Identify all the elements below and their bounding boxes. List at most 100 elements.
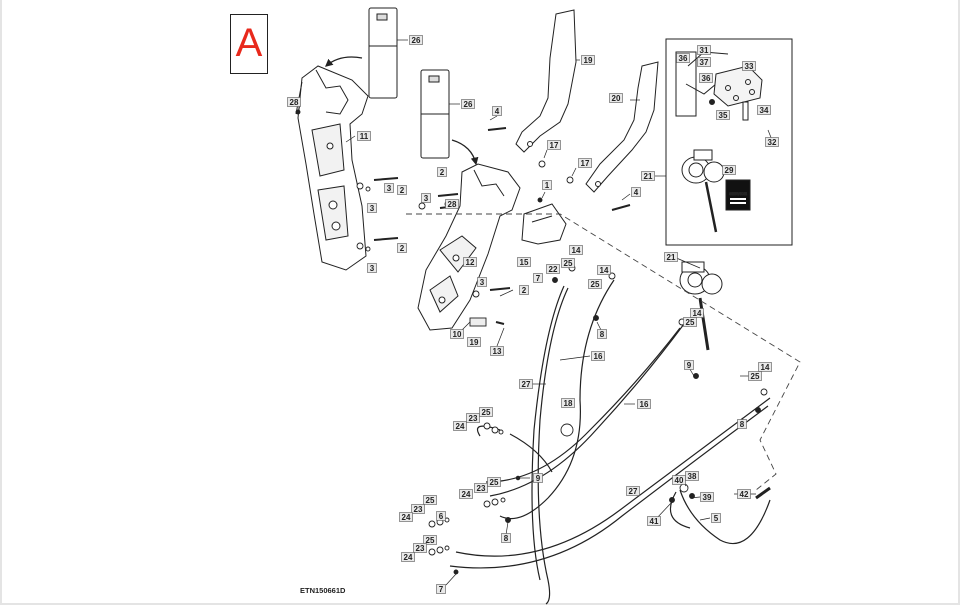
- callout-number: 3: [387, 184, 392, 193]
- callout-c25d: 25: [748, 371, 762, 381]
- callout-box: [765, 137, 779, 147]
- callout-box: [487, 477, 501, 487]
- callout-c19: 19: [581, 55, 595, 65]
- callout-c14b: 14: [597, 265, 611, 275]
- callout-number: 21: [644, 172, 653, 181]
- callout-box: [436, 511, 446, 521]
- arrow-cap-to-bracket-left: [325, 56, 363, 67]
- callout-c14a: 14: [569, 245, 583, 255]
- callout-number: 25: [482, 408, 491, 417]
- callout-number: 12: [466, 258, 475, 267]
- callout-box: [463, 257, 477, 267]
- callout-box: [676, 53, 690, 63]
- callout-box: [597, 265, 611, 275]
- callout-box: [591, 351, 605, 361]
- callout-box: [445, 199, 459, 209]
- frame-border-left: [0, 0, 2, 605]
- callout-box: [397, 243, 407, 253]
- callout-number: 25: [591, 280, 600, 289]
- callout-number: 9: [687, 361, 692, 370]
- callout-c3b: 3: [384, 183, 394, 193]
- callout-c26a: 26: [409, 35, 423, 45]
- callout-c27a: 27: [519, 379, 533, 389]
- callout-number: 20: [612, 94, 621, 103]
- decal-text: SERVICE: [729, 191, 747, 196]
- callout-box: [466, 413, 480, 423]
- callout-box: [742, 61, 756, 71]
- callout-number: 28: [448, 200, 457, 209]
- callout-box: [588, 279, 602, 289]
- callout-box: [578, 158, 592, 168]
- callout-c25b: 25: [588, 279, 602, 289]
- callout-box: [569, 245, 583, 255]
- callout-box: [501, 533, 511, 543]
- callout-c3a: 3: [367, 203, 377, 213]
- callout-c9a: 9: [684, 360, 694, 370]
- callout-c9b: 9: [533, 473, 543, 483]
- callout-box: [287, 97, 301, 107]
- callout-c36a: 36: [676, 53, 690, 63]
- callout-number: 3: [480, 278, 485, 287]
- callout-number: 29: [725, 166, 734, 175]
- callout-c24d: 24: [401, 552, 415, 562]
- figure-code: ETN150661D: [300, 586, 346, 595]
- callout-number: 4: [495, 107, 500, 116]
- callout-c16b: 16: [637, 399, 651, 409]
- callout-c13: 13: [490, 346, 504, 356]
- callout-box: [533, 473, 543, 483]
- callout-box: [561, 258, 575, 268]
- callout-c25c: 25: [683, 317, 697, 327]
- callout-box: [609, 93, 623, 103]
- callout-number: 18: [564, 399, 573, 408]
- callout-box: [737, 489, 751, 499]
- callout-c25h: 25: [423, 535, 437, 545]
- callout-c42: 42: [737, 489, 751, 499]
- callout-number: 25: [426, 496, 435, 505]
- callout-number: 35: [719, 111, 728, 120]
- callout-number: 32: [768, 138, 777, 147]
- callout-number: 17: [581, 159, 590, 168]
- callout-number: 11: [360, 132, 369, 141]
- callout-box: [397, 185, 407, 195]
- callout-box: [357, 131, 371, 141]
- callout-number: 34: [760, 106, 769, 115]
- callout-c21a: 21: [641, 171, 655, 181]
- callout-c8b: 8: [737, 419, 747, 429]
- callout-number: 10: [453, 330, 462, 339]
- callout-box: [664, 252, 678, 262]
- callout-number: 6: [439, 512, 444, 521]
- callout-c33: 33: [742, 61, 756, 71]
- callout-number: 17: [550, 141, 559, 150]
- callout-number: 5: [714, 514, 719, 523]
- bracket-part-11: [295, 65, 369, 271]
- callout-c25f: 25: [487, 477, 501, 487]
- callout-c22: 22: [546, 264, 560, 274]
- callout-c17a: 17: [547, 140, 561, 150]
- callout-box: [637, 399, 651, 409]
- callout-number: 25: [426, 536, 435, 545]
- callout-box: [461, 99, 475, 109]
- hose-fittings: [428, 264, 771, 575]
- callout-c3d: 3: [421, 193, 431, 203]
- callout-box: [546, 264, 560, 274]
- callout-number: 8: [600, 330, 605, 339]
- callout-number: 2: [400, 186, 405, 195]
- callout-number: 25: [490, 478, 499, 487]
- callout-number: 22: [549, 265, 558, 274]
- callout-number: 19: [584, 56, 593, 65]
- callout-box: [477, 277, 487, 287]
- callout-c24c: 24: [399, 512, 413, 522]
- callout-c8c: 8: [501, 533, 511, 543]
- callout-box: [699, 73, 713, 83]
- callout-number: 28: [290, 98, 299, 107]
- callout-box: [748, 371, 762, 381]
- callout-c15: 15: [517, 257, 531, 267]
- callout-number: 14: [572, 246, 581, 255]
- callout-c2c: 2: [437, 167, 447, 177]
- callout-number: 24: [402, 513, 411, 522]
- callout-box: [409, 35, 423, 45]
- callout-number: 27: [522, 380, 531, 389]
- callout-c23a: 23: [466, 413, 480, 423]
- callout-c5: 5: [711, 513, 721, 523]
- callout-box: [423, 495, 437, 505]
